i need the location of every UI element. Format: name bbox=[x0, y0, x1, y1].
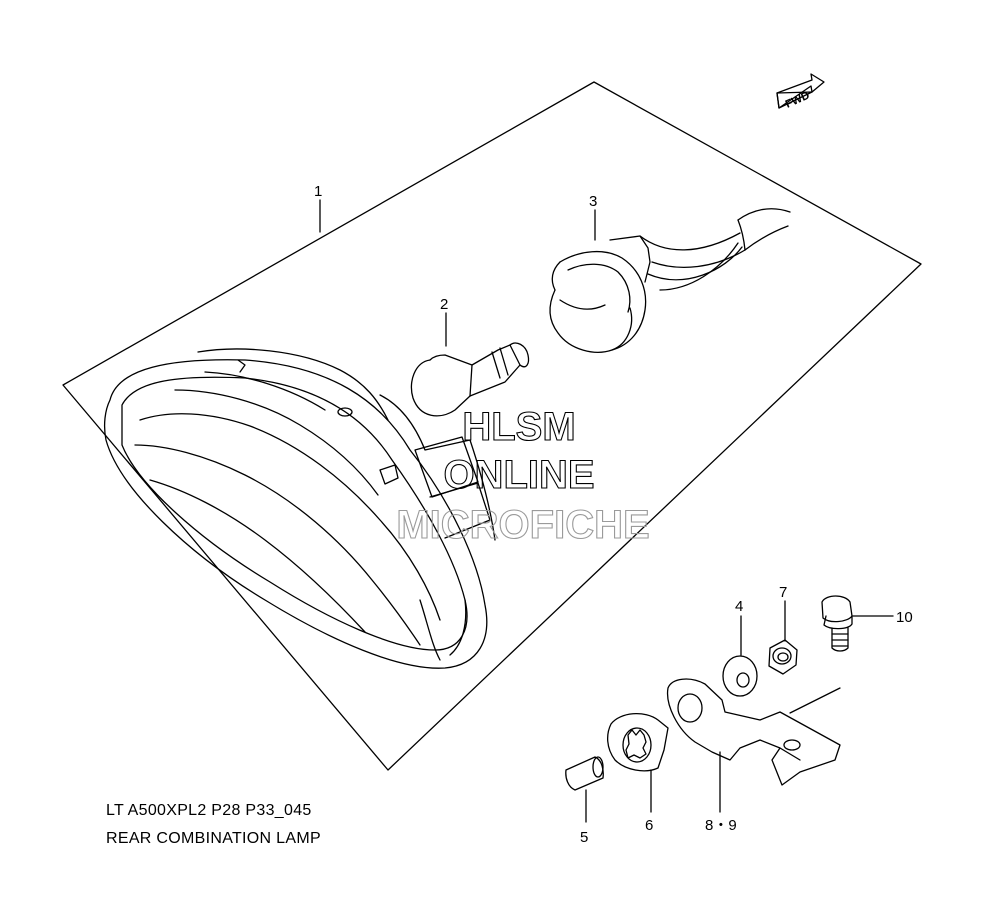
watermark-line-2: ONLINE bbox=[443, 453, 594, 497]
washer-drawing bbox=[722, 655, 758, 697]
watermark: HLSM ONLINE MICROFICHE bbox=[396, 404, 650, 547]
leader-lines bbox=[319, 199, 894, 823]
assembly-outline bbox=[62, 81, 922, 771]
callout-7: 7 bbox=[779, 584, 787, 601]
callout-1: 1 bbox=[314, 183, 322, 200]
watermark-line-1: HLSM bbox=[462, 405, 575, 449]
nut-drawing bbox=[768, 639, 798, 675]
lamp-housing-drawing bbox=[103, 348, 496, 669]
callout-8-9: 8・9 bbox=[705, 817, 737, 834]
callout-10: 10 bbox=[896, 609, 913, 626]
callout-2: 2 bbox=[440, 296, 448, 313]
watermark-line-3: MICROFICHE bbox=[396, 503, 649, 547]
forward-arrow-icon bbox=[776, 73, 825, 109]
bracket-drawing bbox=[666, 678, 841, 786]
bulb-drawing bbox=[410, 342, 530, 417]
diagram-title: REAR COMBINATION LAMP bbox=[106, 830, 321, 847]
callout-4: 4 bbox=[735, 598, 743, 615]
socket-drawing bbox=[549, 208, 791, 353]
callout-3: 3 bbox=[589, 193, 597, 210]
grommet-drawing bbox=[607, 713, 669, 772]
bolt-drawing bbox=[821, 595, 853, 652]
callout-5: 5 bbox=[580, 829, 588, 846]
collar-drawing bbox=[565, 756, 604, 791]
diagram-code: LT A500XPL2 P28 P33_045 bbox=[106, 802, 312, 819]
callout-6: 6 bbox=[645, 817, 653, 834]
